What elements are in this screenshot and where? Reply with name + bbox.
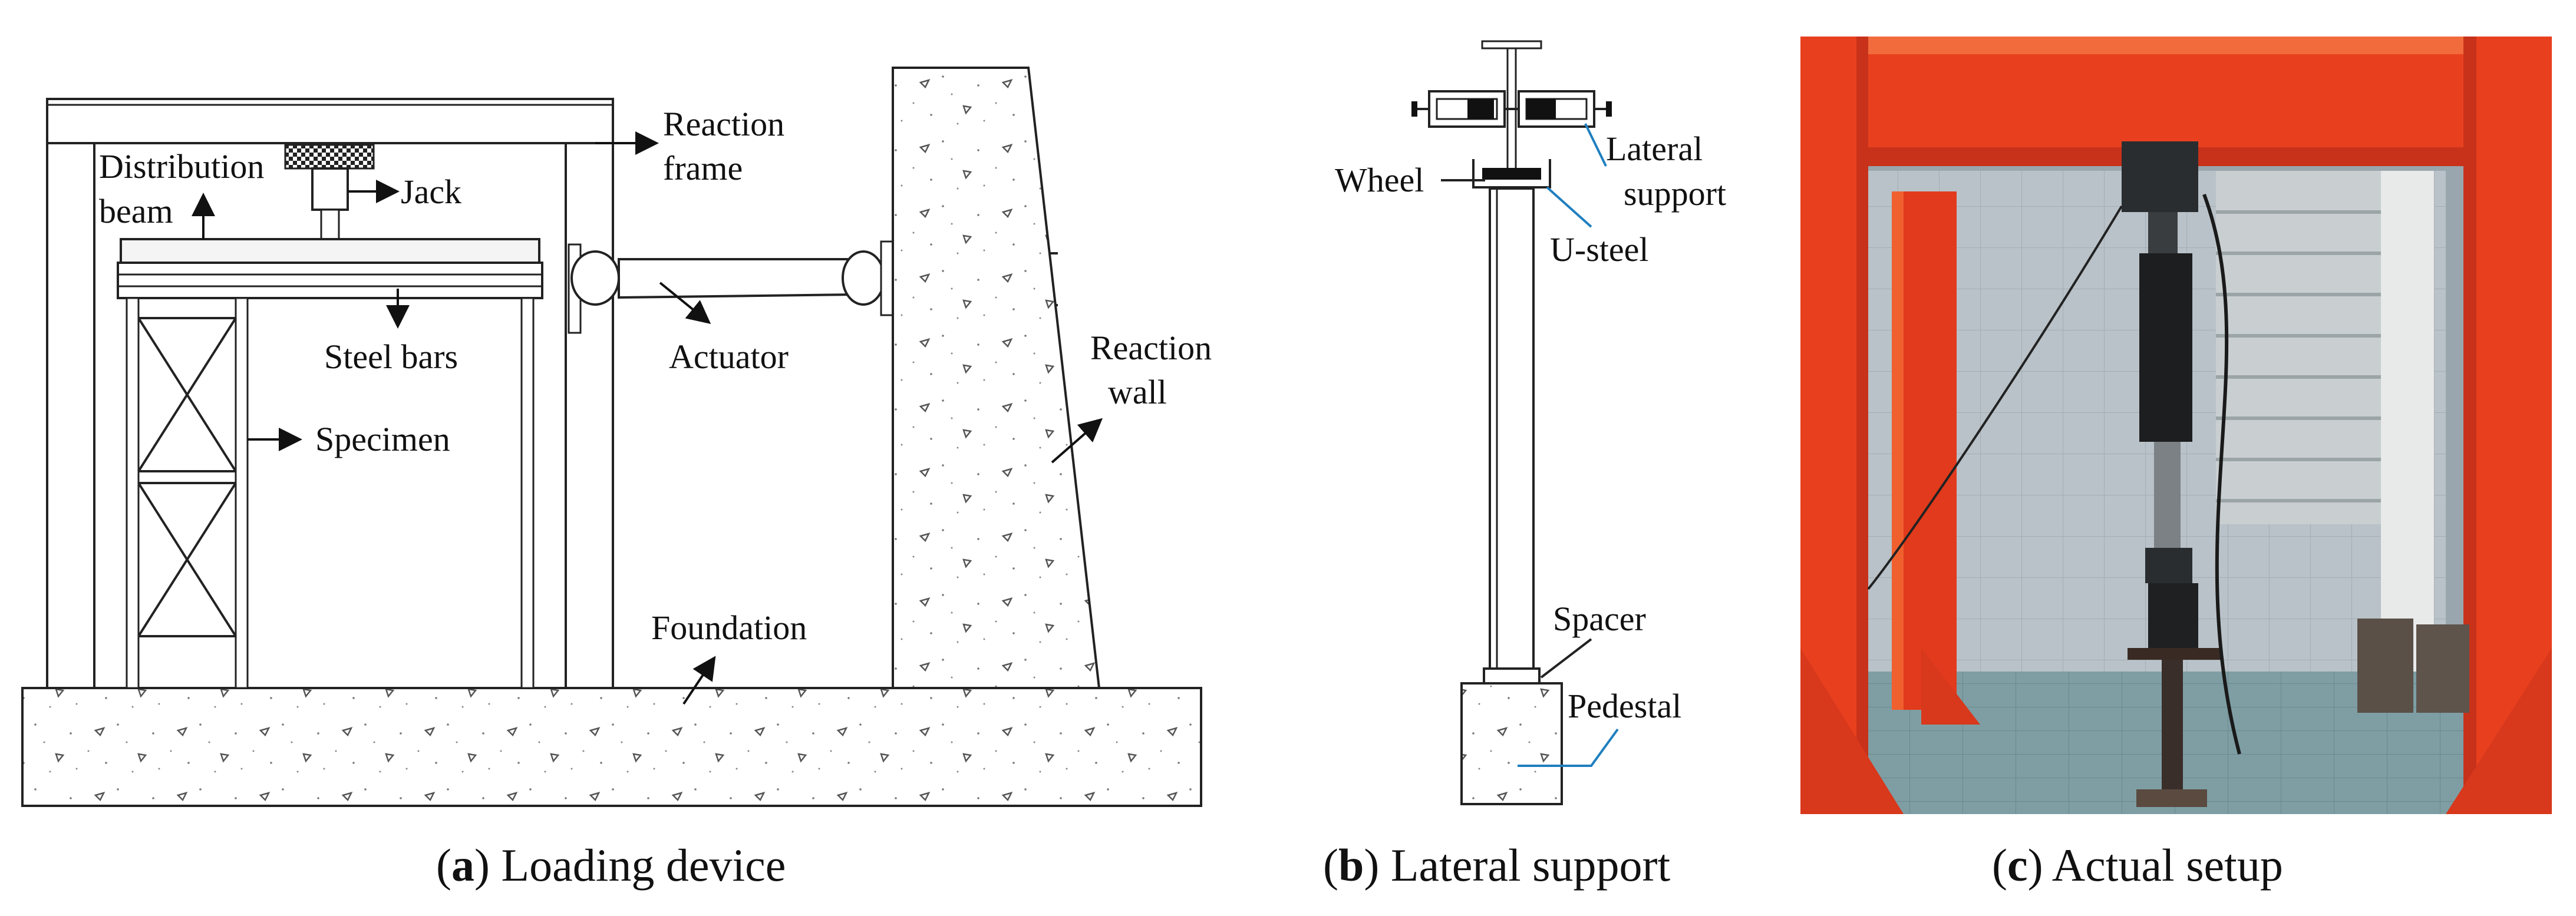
label-lateral-support-1: Lateral <box>1606 130 1703 168</box>
distribution-beam <box>120 238 540 264</box>
label-lateral-support-2: support <box>1624 174 1726 213</box>
label-actuator: Actuator <box>669 338 789 376</box>
label-foundation: Foundation <box>651 609 807 647</box>
label-reaction-frame-1: Reaction <box>663 105 784 143</box>
label-distribution-beam-2: beam <box>99 192 173 230</box>
label-spacer: Spacer <box>1553 600 1646 638</box>
label-reaction-frame-2: frame <box>663 149 743 187</box>
pedestal <box>1460 682 1563 805</box>
specimen <box>126 297 535 689</box>
foundation-block <box>21 687 1202 807</box>
jack-assembly <box>284 144 375 240</box>
photo-actuator <box>2122 141 2222 807</box>
reaction-wall <box>892 67 1101 689</box>
steel-bars <box>117 262 543 299</box>
label-reaction-wall-1: Reaction <box>1090 329 1212 367</box>
actuator <box>568 240 1058 334</box>
label-specimen: Specimen <box>315 420 450 458</box>
caption-a: (a) Loading device <box>436 839 786 891</box>
caption-c: (c) Actual setup <box>1992 839 2283 891</box>
label-reaction-wall-2: wall <box>1108 373 1167 411</box>
panel-b-lateral-support: Lateral support Wheel U-steel Spacer Ped… <box>1335 40 1726 805</box>
reaction-frame <box>46 98 614 689</box>
panel-a-loading-device: Reaction frame Distribution beam Jack St… <box>21 67 1212 807</box>
spacer <box>1483 667 1541 684</box>
label-pedestal: Pedestal <box>1568 687 1681 725</box>
label-distribution-beam-1: Distribution <box>99 147 264 186</box>
panel-c-actual-setup-photo <box>1800 37 2552 814</box>
red-reaction-frame <box>1800 37 2552 814</box>
label-u-steel: U-steel <box>1550 230 1649 269</box>
label-wheel: Wheel <box>1335 161 1424 199</box>
label-jack: Jack <box>401 173 461 211</box>
label-steel-bars: Steel bars <box>324 338 458 376</box>
wheel <box>1482 168 1541 180</box>
lateral-support-cylinders <box>1411 90 1612 128</box>
caption-b: (b) Lateral support <box>1323 839 1671 891</box>
